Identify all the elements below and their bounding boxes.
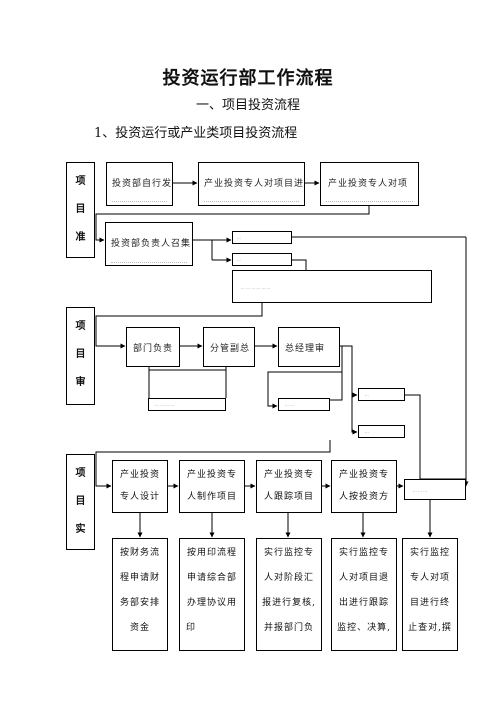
small-box-b: ... <box>232 253 292 266</box>
flow-box-stage-review: 实行监控专 人对阶段汇 报进行复核, 并报部门负 <box>256 538 322 651</box>
phase-char: 目 <box>75 496 86 507</box>
phase-char: 目 <box>75 349 86 360</box>
flow-box-line: 监控、决算, <box>337 623 391 633</box>
section-heading: 1、投资运行或产业类项目投资流程 <box>94 126 298 141</box>
flow-box-termination: 实行监控 专人对项 目进行终 止查对,撰 <box>402 538 458 651</box>
flow-box-label: 投资部负责人召集 <box>111 239 192 249</box>
small-box-text: ... ... ... ... <box>155 402 175 407</box>
flow-box-head-convene: 投资部负责人召集 <box>105 222 193 266</box>
flow-box-self-discovery: 投资部自行发 <box>106 162 173 206</box>
flow-box-line: 产业投资 <box>119 470 160 480</box>
wide-box-summary: ... ... ... ... ... ... <box>232 270 432 303</box>
flow-box-line: 实行监控专 <box>263 548 314 558</box>
page-title: 投资运行部工作流程 <box>162 68 334 89</box>
flow-box-line: 止查对,撰 <box>408 623 452 633</box>
small-box-text: ... ... <box>285 402 294 407</box>
flow-box-track-project: 产业投资专 人跟踪项目 <box>256 460 322 513</box>
flow-box-line: 实行监控 <box>409 548 450 558</box>
flow-box-line: 资金 <box>129 623 150 633</box>
flow-box-per-investor: 产业投资专 人按投资方 <box>331 460 397 513</box>
flow-box-produce-project: 产业投资专 人制作项目 <box>179 460 245 513</box>
phase-char: 审 <box>75 377 86 388</box>
small-box-text: ... <box>365 392 369 397</box>
flow-box-line: 申请综合部 <box>186 573 237 583</box>
flow-box-line: 人对阶段汇 <box>263 573 314 583</box>
small-box-text: ... ... ... <box>413 488 427 493</box>
small-box-text: ... <box>237 235 241 240</box>
flow-box-line: 报进行复核, <box>262 598 316 608</box>
flow-box-line: 产业投资专 <box>186 470 237 480</box>
flow-box-project-intake: 产业投资专人对项目进 <box>198 162 305 206</box>
phase-char: 目 <box>75 204 86 215</box>
faded-text <box>326 200 413 202</box>
flow-box-line: 实行监控专 <box>338 548 389 558</box>
phase-box-implementation: 项 目 实 <box>66 454 95 550</box>
flow-box-line: 人制作项目 <box>186 492 237 502</box>
flow-box-line: 按用印流程 <box>186 548 237 558</box>
small-box-d: ... ... <box>278 398 330 411</box>
small-box-text: ... <box>237 257 241 262</box>
flow-box-line: 人按投资方 <box>338 492 389 502</box>
flow-box-exit-monitoring: 实行监控专 人对项目退 出进行跟踪 监控、决算, <box>331 538 397 651</box>
flow-box-design: 产业投资 专人设计 <box>112 460 168 513</box>
flow-box-seal: 按用印流程 申请综合部 办理协议用 印 <box>179 538 245 651</box>
small-box-c: ... ... ... ... <box>148 398 226 411</box>
flow-box-line: 目进行终 <box>409 598 450 608</box>
flow-box-line: 人跟踪项目 <box>263 492 314 502</box>
phase-char: 准 <box>75 232 86 243</box>
flow-box-label: 分管副总 <box>210 344 251 354</box>
phase-box-preparation: 项 目 准 <box>66 162 95 258</box>
flow-box-line: 出进行跟踪 <box>338 598 389 608</box>
phase-char: 项 <box>75 321 86 332</box>
flow-box-line: 并报部门负 <box>263 623 314 633</box>
phase-box-review: 项 目 审 <box>66 307 95 405</box>
flow-box-line: 产业投资专 <box>263 470 314 480</box>
flow-box-line: 印 <box>186 623 197 633</box>
flow-box-label: 产业投资专人对项目进 <box>204 179 305 189</box>
page-subtitle: 一、项目投资流程 <box>195 98 300 113</box>
small-box-a: ... <box>232 231 292 244</box>
flow-box-label: 总经理审 <box>285 344 326 354</box>
faded-text <box>112 200 167 202</box>
small-box-e: ... <box>358 388 405 401</box>
flow-box-line: 办理协议用 <box>186 598 237 608</box>
flow-box-line: 专人设计 <box>119 492 160 502</box>
flow-box-project-evaluation: 产业投资专人对项 <box>320 162 419 206</box>
flow-box-label: 部门负责 <box>133 344 174 354</box>
faded-text <box>111 261 187 263</box>
flow-box-line: 专人对项 <box>409 573 450 583</box>
flow-box-line: 程申请财 <box>119 573 160 583</box>
flow-box-line: 务部安排 <box>119 598 160 608</box>
phase-char: 项 <box>75 468 86 479</box>
small-box-g: ... ... ... <box>404 479 466 500</box>
small-box-f: ... <box>358 425 405 438</box>
small-box-text: ... ... ... ... ... ... <box>241 285 271 290</box>
flow-box-label: 产业投资专人对项 <box>328 179 409 189</box>
flow-box-line: 按财务流 <box>119 548 160 558</box>
phase-char: 实 <box>75 524 86 535</box>
small-box-text: ... <box>365 429 369 434</box>
faded-text <box>204 200 299 202</box>
flow-box-line: 产业投资专 <box>338 470 389 480</box>
flow-box-finance: 按财务流 程申请财 务部安排 资金 <box>112 538 168 651</box>
flow-box-gm-review: 总经理审 <box>278 327 340 367</box>
flow-box-line: 人对项目退 <box>338 573 389 583</box>
flow-box-label: 投资部自行发 <box>112 179 173 189</box>
flow-box-dept-head: 部门负责 <box>126 327 180 367</box>
flow-box-vp: 分管副总 <box>203 327 255 367</box>
phase-char: 项 <box>75 176 86 187</box>
